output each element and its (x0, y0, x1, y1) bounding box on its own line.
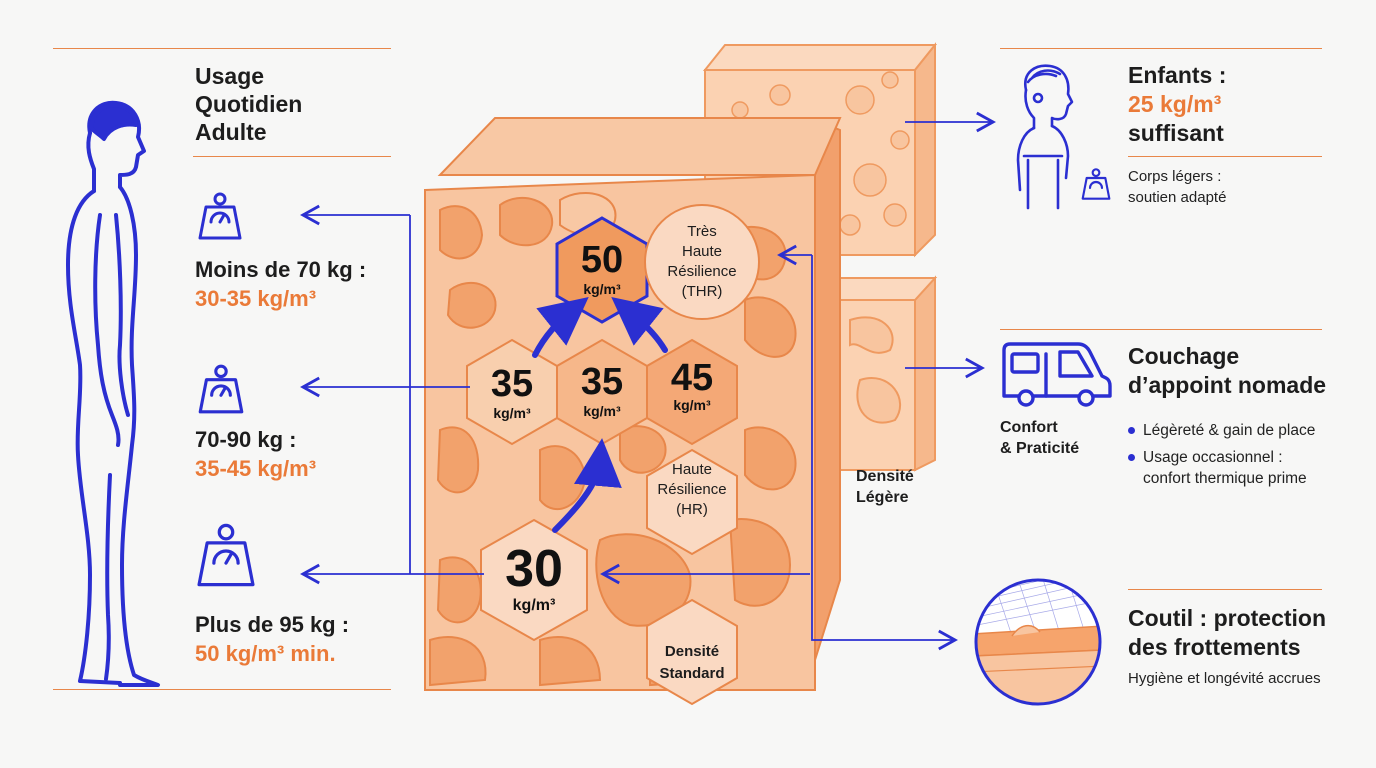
svg-text:Résilience: Résilience (657, 481, 726, 498)
weight-row-1: Moins de 70 kg : 30-35 kg/m³ (195, 257, 367, 311)
cell-thr (644, 204, 760, 320)
svg-text:Très: Très (687, 223, 716, 240)
child-icon (1016, 64, 1074, 210)
children-note: Corps légers : soutien adapté (1128, 168, 1227, 206)
usage-title: Usage Quotidien Adulte (195, 63, 303, 145)
nomad-caption: Confort & Praticité (1000, 419, 1080, 457)
svg-text:kg/m³: kg/m³ (673, 397, 711, 413)
svg-text:Densité: Densité (665, 643, 719, 660)
foam-block-diagram: 50 kg/m³ 35 kg/m³ 35 kg/m³ 45 kg/m³ 30 k… (424, 42, 938, 706)
weight-row-2: 70-90 kg : 35-45 kg/m³ (195, 427, 317, 481)
weight-icon (1081, 168, 1111, 200)
svg-text:Haute: Haute (682, 243, 722, 260)
svg-text:kg/m³: kg/m³ (493, 405, 531, 421)
bullet-dot-icon (1128, 454, 1135, 461)
camper-van-icon (1002, 342, 1112, 407)
nomad-bullet: Légèreté & gain de place (1128, 420, 1358, 441)
weight-icon (198, 364, 244, 414)
svg-text:(THR): (THR) (682, 283, 723, 300)
cell-standard (646, 598, 738, 706)
svg-text:Densité: Densité (856, 468, 914, 485)
weight-row-3: Plus de 95 kg : 50 kg/m³ min. (195, 612, 350, 666)
mattress-coutil-icon (974, 578, 1102, 706)
weight-icon (197, 523, 255, 587)
nomad-bullet: Usage occasionnel : confort thermique pr… (1128, 447, 1358, 489)
svg-text:45: 45 (671, 357, 713, 399)
cell-45 (646, 338, 738, 446)
svg-text:35: 35 (491, 363, 533, 405)
coutil-title: Coutil : protection des frottements (1128, 605, 1327, 660)
coutil-note: Hygiène et longévité accrues (1128, 670, 1321, 687)
svg-text:30: 30 (505, 540, 563, 598)
svg-text:Standard: Standard (659, 665, 724, 682)
bullet-dot-icon (1128, 427, 1135, 434)
nomad-title: Couchage d’appoint nomade (1128, 343, 1327, 398)
svg-text:Résilience: Résilience (667, 263, 736, 280)
svg-text:50: 50 (581, 239, 623, 281)
svg-text:kg/m³: kg/m³ (583, 281, 621, 297)
cell-30 (480, 518, 588, 642)
svg-text:Haute: Haute (672, 461, 712, 478)
svg-text:Légère: Légère (856, 489, 909, 506)
weight-icon (198, 192, 242, 240)
svg-text:kg/m³: kg/m³ (513, 597, 556, 614)
children-block: Enfants : 25 kg/m³ suffisant (1128, 62, 1227, 146)
svg-text:kg/m³: kg/m³ (583, 403, 621, 419)
svg-text:(HR): (HR) (676, 501, 708, 518)
nomad-bullets: Légèreté & gain de place Usage occasionn… (1128, 420, 1358, 489)
svg-text:35: 35 (581, 361, 623, 403)
cell-hr (646, 448, 738, 556)
adult-figure-icon (66, 100, 160, 687)
